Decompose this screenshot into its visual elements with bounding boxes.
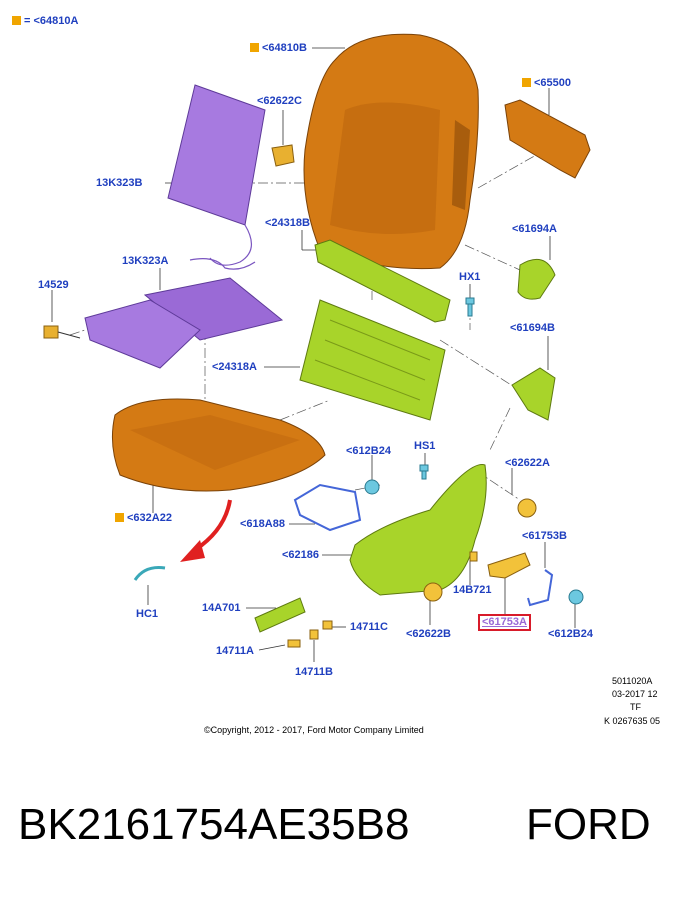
screw-HX1: [465, 297, 475, 317]
label-65500[interactable]: <65500: [522, 77, 571, 90]
label-618A88[interactable]: <618A88: [240, 518, 285, 530]
label-62186[interactable]: <62186: [282, 549, 320, 561]
label-24318A[interactable]: <24318A: [212, 361, 257, 373]
label-14A701[interactable]: 14A701: [202, 602, 241, 614]
knob-62622B: [423, 582, 443, 602]
label-13K323A[interactable]: 13K323A: [122, 255, 169, 267]
label-612B24-b[interactable]: <612B24: [548, 628, 593, 640]
label-HC1[interactable]: HC1: [136, 608, 159, 620]
part-number: BK2161754AE35B8: [18, 800, 410, 849]
link-61753B: [527, 569, 554, 607]
label-14711B[interactable]: 14711B: [295, 666, 333, 678]
seat-back-cushion: [303, 33, 479, 270]
label-632A22[interactable]: <632A22: [115, 512, 172, 525]
cover-bracket-65500: [504, 99, 591, 179]
knob-62622C: [271, 144, 295, 167]
knob-612B24-a: [364, 479, 380, 495]
square-icon: [522, 78, 531, 87]
caps-14711: [287, 620, 333, 648]
diagram-k-number: K 0267635 05: [604, 716, 661, 726]
seat-heater-mat: [84, 258, 284, 369]
label-14711A[interactable]: 14711A: [216, 645, 254, 657]
legend-text: = <64810A: [24, 15, 79, 27]
switch-14A701: [254, 597, 306, 633]
label-61753B[interactable]: <61753B: [522, 530, 567, 542]
square-icon: [115, 513, 124, 522]
label-62622B[interactable]: <62622B: [406, 628, 451, 640]
diagram-code: 5011020A: [612, 676, 653, 686]
legend-square-icon: [12, 16, 21, 25]
legend: = <64810A: [12, 15, 78, 28]
square-icon: [250, 43, 259, 52]
back-heater-mat: [167, 84, 266, 266]
direction-arrow: [180, 499, 232, 562]
screw-HS1: [419, 464, 429, 480]
label-62622C[interactable]: <62622C: [257, 95, 302, 107]
label-61753A[interactable]: <61753A: [478, 614, 531, 631]
label-text: <65500: [534, 77, 572, 89]
label-62622A[interactable]: <62622A: [505, 457, 550, 469]
suspension-24318A: [299, 299, 446, 421]
clip-14B721: [469, 551, 478, 562]
label-61694B[interactable]: <61694B: [510, 322, 555, 334]
label-text: <632A22: [127, 512, 172, 524]
side-trim-62186: [349, 464, 487, 596]
brand-name: FORD: [526, 800, 651, 849]
seat-cushion-632A22: [111, 398, 326, 492]
copyright: ©Copyright, 2012 - 2017, Ford Motor Comp…: [204, 725, 424, 735]
label-61694A[interactable]: <61694A: [512, 223, 557, 235]
side-cover-61694B: [511, 367, 556, 421]
bracket-24318B: [314, 239, 451, 323]
label-HX1[interactable]: HX1: [459, 271, 481, 283]
side-cover-61694A: [517, 258, 556, 300]
diagram-tf: TF: [630, 702, 641, 712]
knob-62622A: [517, 498, 537, 518]
knob-612B24-b: [568, 589, 584, 605]
label-24318B[interactable]: <24318B: [265, 217, 310, 229]
label-14529[interactable]: 14529: [38, 279, 69, 291]
label-14711C[interactable]: 14711C: [350, 621, 388, 633]
diagram-date: 03-2017 12: [612, 689, 658, 699]
label-612B24-a[interactable]: <612B24: [346, 445, 391, 457]
bracket-618A88: [293, 483, 362, 532]
label-13K323B[interactable]: 13K323B: [96, 177, 143, 189]
clip-HC1: [133, 566, 166, 581]
label-14B721[interactable]: 14B721: [453, 584, 492, 596]
connector-14529: [43, 325, 81, 339]
label-text: <64810B: [262, 42, 307, 54]
label-64810B[interactable]: <64810B: [250, 42, 307, 55]
lever-61753A: [487, 552, 531, 579]
label-HS1[interactable]: HS1: [414, 440, 436, 452]
